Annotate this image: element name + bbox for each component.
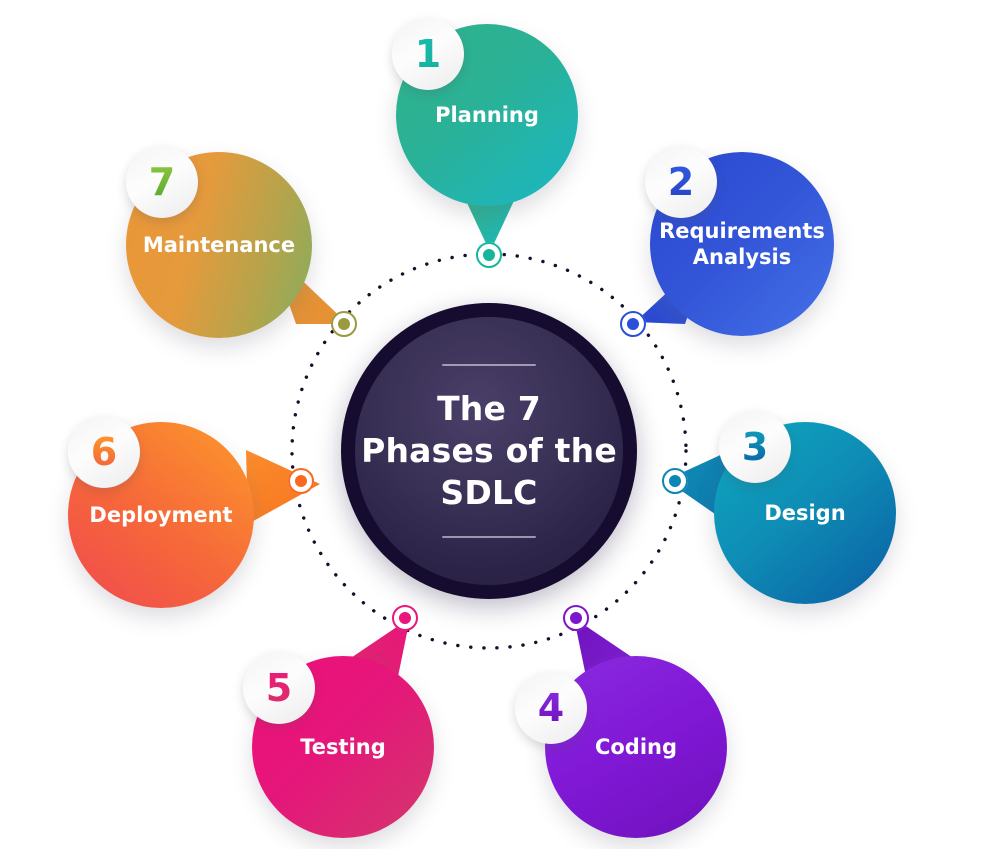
hub-divider-top <box>442 364 536 367</box>
badge-number-testing: 5 <box>265 666 293 710</box>
node-maintenance <box>331 311 357 337</box>
badge-requirements-analysis: 2 <box>645 146 717 218</box>
phase-label-requirements-analysis: Requirements Analysis <box>659 218 825 269</box>
node-coding <box>563 605 589 631</box>
center-hub-inner <box>355 317 623 585</box>
center-hub: The 7 Phases of the SDLC <box>341 303 637 599</box>
badge-planning: 1 <box>392 18 464 90</box>
badge-coding: 4 <box>515 672 587 744</box>
badge-maintenance: 7 <box>126 146 198 218</box>
phase-label-testing: Testing <box>300 734 386 759</box>
node-planning <box>476 242 502 268</box>
badge-number-deployment: 6 <box>90 430 118 474</box>
node-deployment <box>288 468 314 494</box>
badge-number-coding: 4 <box>537 686 565 730</box>
tail-planning <box>461 190 519 252</box>
phase-label-deployment: Deployment <box>89 502 233 527</box>
node-dot-requirements-analysis <box>627 318 639 330</box>
node-dot-design <box>669 475 681 487</box>
bubble-planning[interactable]: Planning <box>396 24 578 206</box>
node-dot-maintenance <box>338 318 350 330</box>
node-testing <box>392 605 418 631</box>
node-dot-deployment <box>295 475 307 487</box>
phase-label-planning: Planning <box>435 102 539 127</box>
phase-label-maintenance: Maintenance <box>142 232 296 257</box>
center-hub-text-group: The 7 Phases of the SDLC <box>341 303 637 599</box>
phase-label-design: Design <box>764 500 846 525</box>
phase-label-coding: Coding <box>594 734 678 759</box>
node-design <box>662 468 688 494</box>
hub-divider-bottom <box>442 535 536 538</box>
badge-number-design: 3 <box>741 425 769 469</box>
badge-deployment: 6 <box>68 416 140 488</box>
badge-number-planning: 1 <box>414 32 442 76</box>
badge-number-requirements-analysis: 2 <box>667 160 695 204</box>
node-dot-coding <box>570 612 582 624</box>
page-title: The 7 Phases of the SDLC <box>361 389 617 512</box>
badge-design: 3 <box>719 411 791 483</box>
badge-number-maintenance: 7 <box>148 160 176 204</box>
bubble-design[interactable]: Design <box>714 422 896 604</box>
node-requirements-analysis <box>620 311 646 337</box>
badge-testing: 5 <box>243 652 315 724</box>
tail-deployment <box>246 450 320 524</box>
node-dot-planning <box>483 249 495 261</box>
node-dot-testing <box>399 612 411 624</box>
